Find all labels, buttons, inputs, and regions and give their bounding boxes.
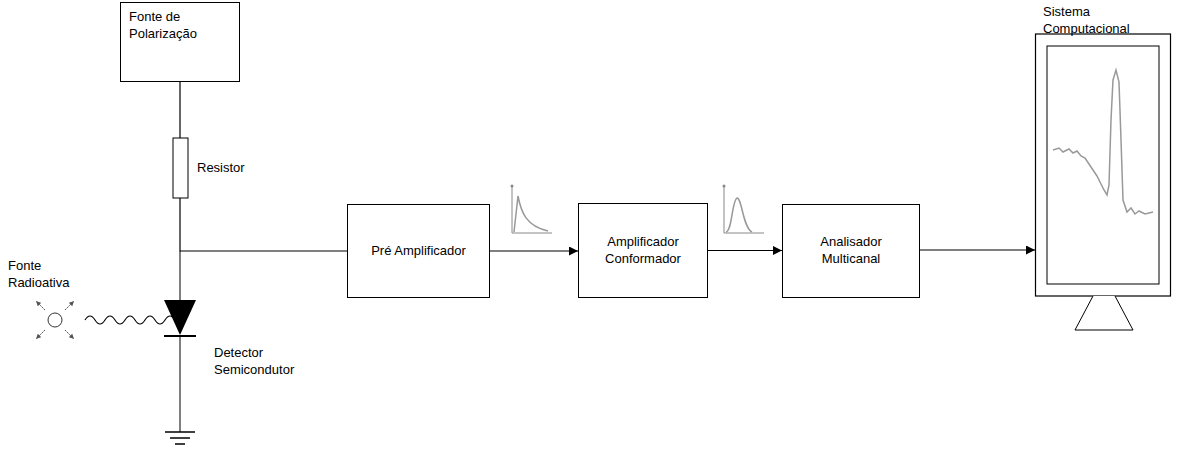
resistor-symbol	[173, 138, 188, 198]
process-box: Analisador Multicanal	[782, 204, 920, 298]
monitor-frame	[1036, 34, 1171, 296]
signal-connector	[920, 249, 1035, 250]
computer-monitor: Sistema Computacional	[1035, 0, 1172, 336]
monitor-heading: Sistema Computacional	[1043, 4, 1153, 38]
box-label: Pré Amplificador	[371, 243, 466, 260]
ground-symbol	[165, 432, 195, 444]
part-label: Resistor	[197, 160, 277, 177]
process-box: Amplificador Conformador	[578, 203, 708, 298]
box-label: Analisador Multicanal	[791, 234, 911, 268]
box-label: Amplificador Conformador	[587, 234, 699, 268]
box-label: Fonte de Polarização	[129, 9, 231, 43]
radiation-wave	[85, 316, 185, 324]
process-box: Pré Amplificador	[347, 204, 490, 298]
process-box: Fonte de Polarização	[120, 2, 240, 82]
pulse-icon	[511, 185, 553, 234]
signal-connector	[490, 250, 578, 251]
monitor-stand	[1075, 296, 1133, 330]
source-symbol	[48, 313, 62, 327]
wire	[180, 251, 181, 300]
signal-connector	[180, 82, 347, 251]
signal-connector	[708, 250, 782, 251]
spectrum-plot	[1053, 70, 1153, 214]
diode-bar	[164, 335, 196, 337]
pulse-icon	[723, 185, 765, 234]
diode-symbol	[164, 300, 196, 335]
monitor-outline	[1035, 0, 1172, 336]
emission-arrows	[36, 301, 74, 339]
part-label: Fonte Radioativa	[8, 258, 90, 292]
monitor-screen	[1047, 46, 1159, 284]
wire	[180, 336, 181, 432]
part-label: Detector Semicondutor	[214, 345, 324, 379]
